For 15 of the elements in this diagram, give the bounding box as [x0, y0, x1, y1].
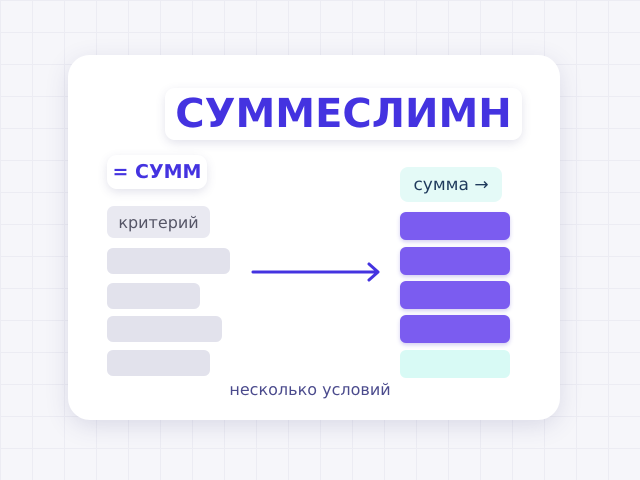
result-bar [400, 281, 510, 309]
formula-badge: = СУММ [107, 155, 207, 189]
result-bar [400, 212, 510, 240]
result-bar [400, 350, 510, 378]
result-bar [400, 247, 510, 275]
card-background [68, 55, 560, 420]
data-bar [107, 283, 200, 309]
data-bar [107, 350, 210, 376]
caption-text: несколько условий [228, 380, 392, 399]
data-bar [107, 316, 222, 342]
data-bar [107, 248, 230, 274]
sum-tag: сумма → [400, 167, 502, 202]
result-bar [400, 315, 510, 343]
title-badge: СУММЕСЛИМН [165, 88, 522, 140]
criterion-tag: критерий [107, 206, 210, 238]
